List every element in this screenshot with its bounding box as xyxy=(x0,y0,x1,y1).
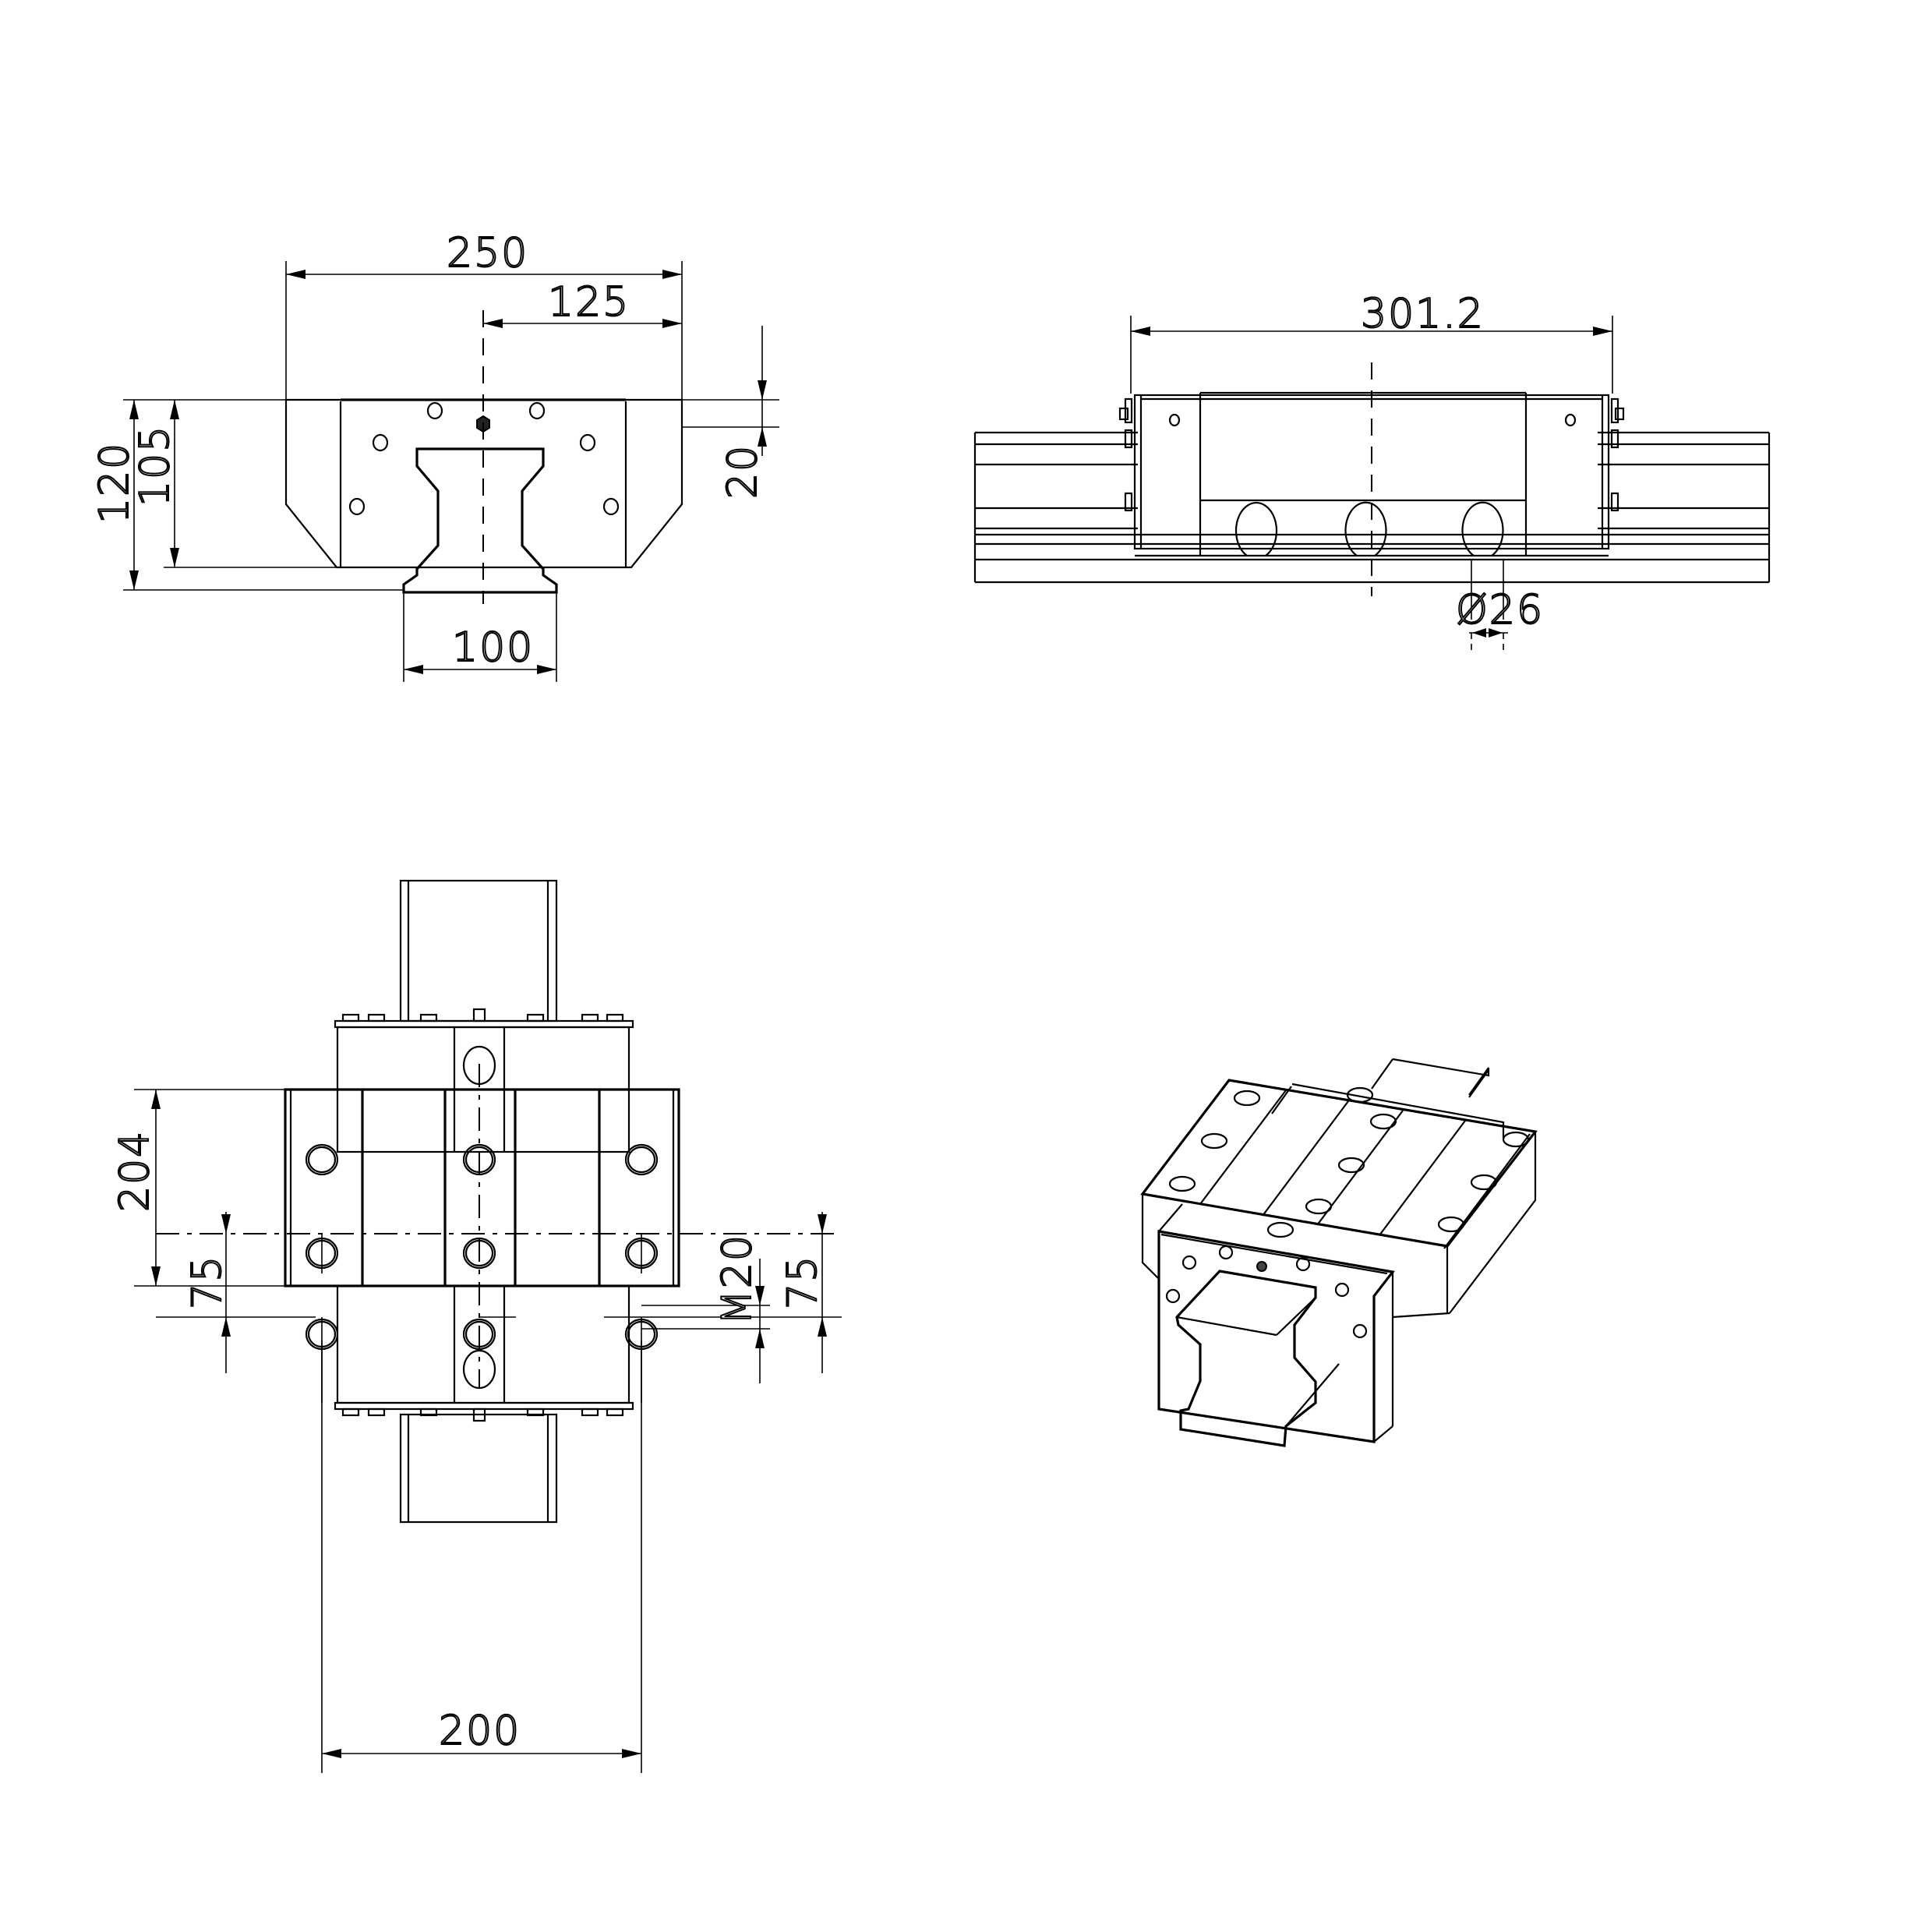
dim-flange-length: 204 xyxy=(111,1130,158,1212)
end-seal-bolts xyxy=(341,1008,624,1422)
dim-block-height: 105 xyxy=(132,425,178,507)
dim-rail-width: 100 xyxy=(452,624,534,671)
rail-profile xyxy=(402,447,558,594)
isometric-view xyxy=(1140,1058,1538,1447)
rail-front xyxy=(1175,1270,1317,1447)
flange xyxy=(284,1088,680,1287)
rollers xyxy=(1234,501,1504,556)
dim-hole-span-width: 200 xyxy=(439,1708,521,1754)
dim-hole-pitch-left: 75 xyxy=(184,1255,231,1309)
flange-holes xyxy=(305,1143,659,1351)
front-end-cap xyxy=(1157,1230,1395,1443)
dim-overall-width: 250 xyxy=(447,230,528,277)
side-view: 301.2 Ø26 xyxy=(973,290,1771,655)
mounting-holes xyxy=(348,401,620,516)
dim-block-length: 301.2 xyxy=(1361,291,1485,337)
top-view: 204 75 M20 75 200 xyxy=(111,879,842,1773)
dim-overall-height: 120 xyxy=(91,442,138,524)
end-cap-holes xyxy=(1165,1245,1368,1339)
dim-hole-pitch-right: 75 xyxy=(779,1255,826,1309)
carriage-body xyxy=(1133,394,1610,550)
dim-roller-diameter: Ø26 xyxy=(1456,587,1544,634)
front-view: 250 125 120 105 20 100 xyxy=(90,229,779,682)
dim-flange-thickness: 20 xyxy=(719,444,766,499)
dim-half-width: 125 xyxy=(548,279,630,326)
dim-thread-size: M20 xyxy=(714,1234,761,1325)
top-holes xyxy=(1168,1086,1530,1238)
